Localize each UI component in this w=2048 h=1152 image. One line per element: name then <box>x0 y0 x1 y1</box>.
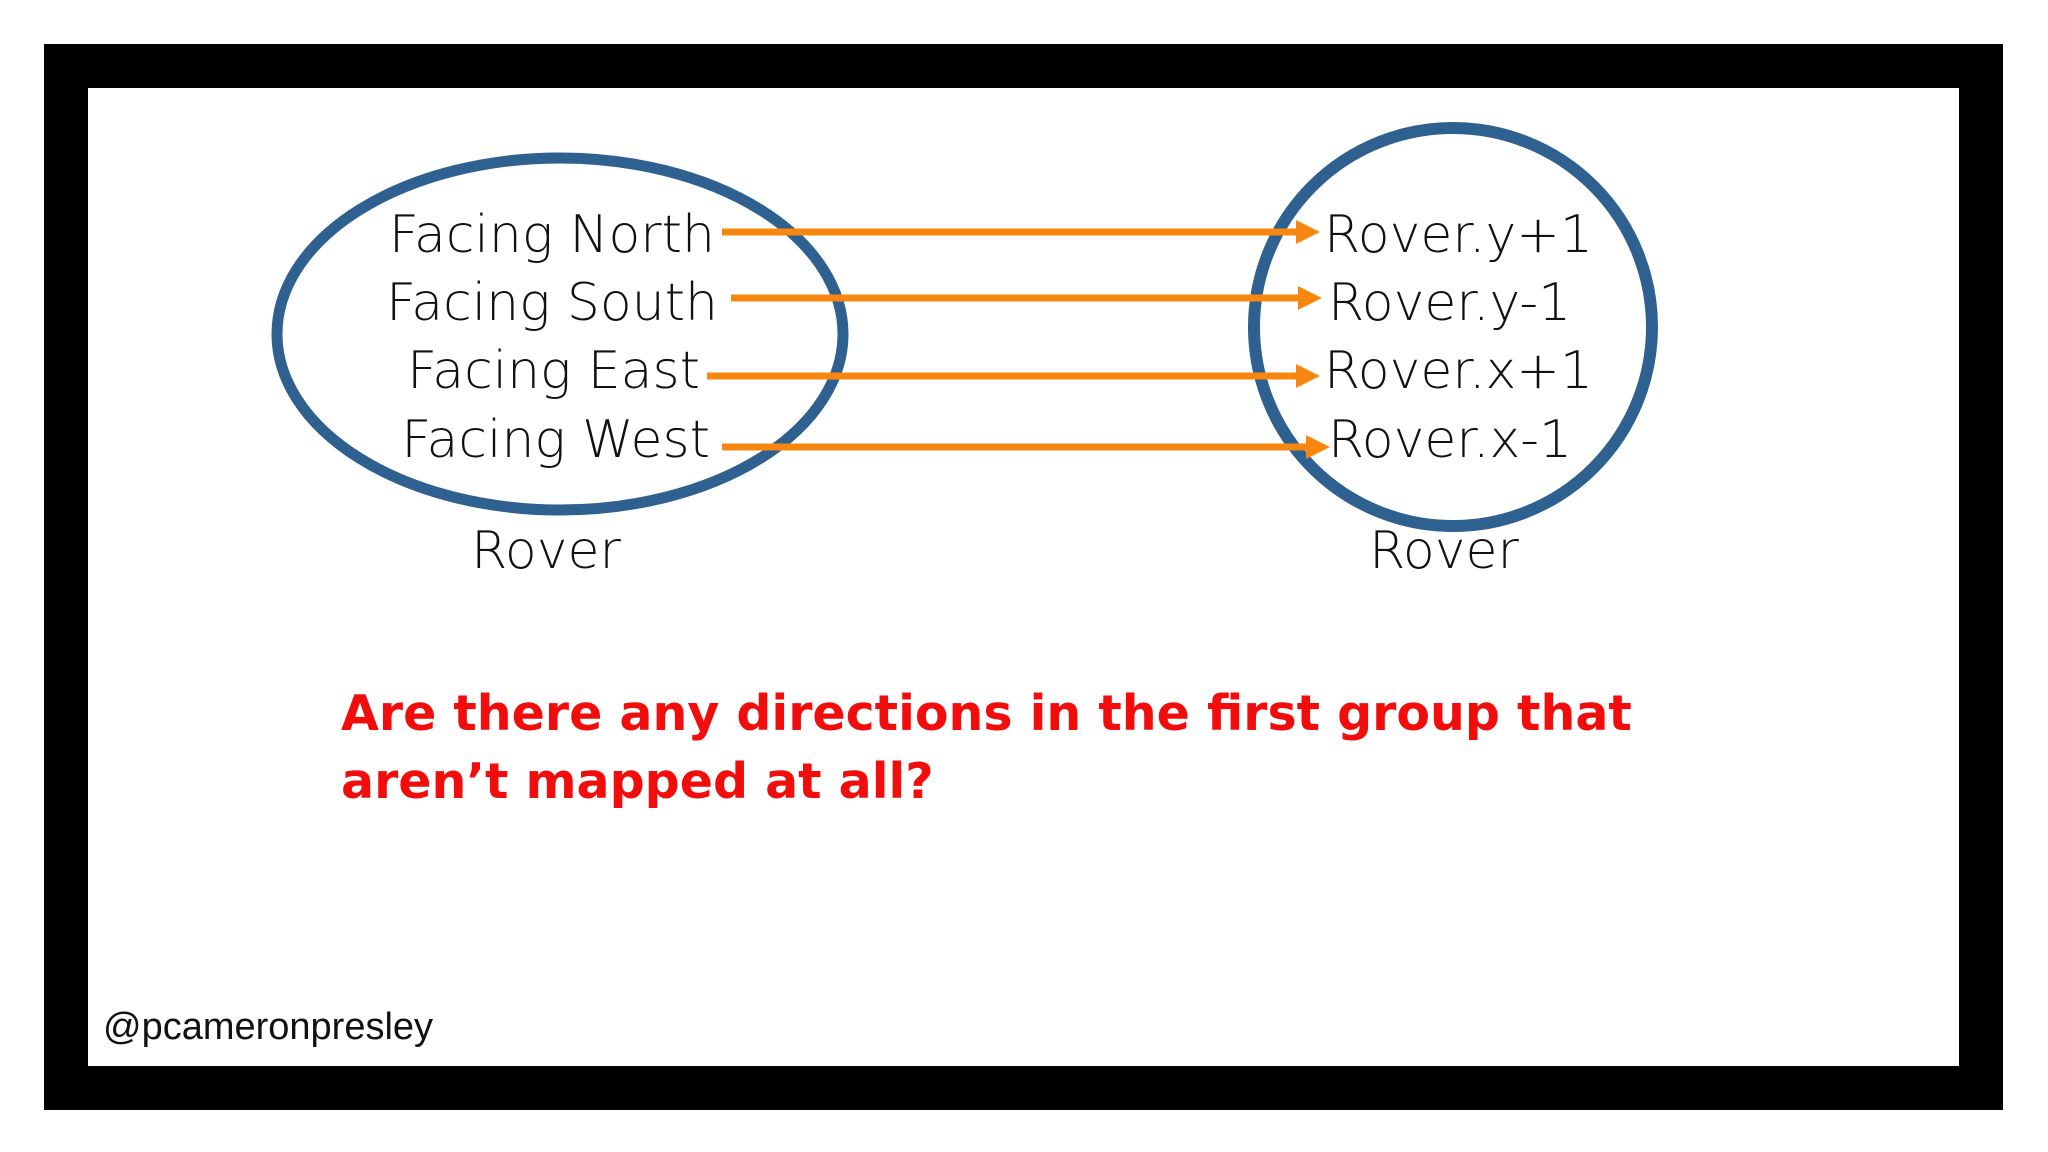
right-item-x-minus: Rover.x-1 <box>1328 410 1572 470</box>
author-handle: @pcameronpresley <box>103 1006 434 1048</box>
right-set-label: Rover <box>1369 521 1519 581</box>
left-item-east: Facing East <box>407 341 700 401</box>
left-set-ellipse <box>271 152 849 516</box>
slide <box>88 88 1959 1066</box>
question-text: Are there any directions in the first gr… <box>341 685 1632 810</box>
right-item-y-plus: Rover.y+1 <box>1324 205 1593 265</box>
right-set-circle <box>1248 122 1658 532</box>
arrow-east-head <box>1296 364 1320 388</box>
left-item-south: Facing South <box>386 273 718 333</box>
arrow-north-head <box>1296 220 1320 244</box>
right-item-y-minus: Rover.y-1 <box>1328 273 1571 333</box>
arrow-west-head <box>1306 435 1330 459</box>
right-item-x-plus: Rover.x+1 <box>1324 341 1593 401</box>
left-item-west: Facing West <box>401 410 710 470</box>
left-set-label: Rover <box>471 521 621 581</box>
left-item-north: Facing North <box>389 205 715 265</box>
arrow-south-head <box>1298 286 1322 310</box>
